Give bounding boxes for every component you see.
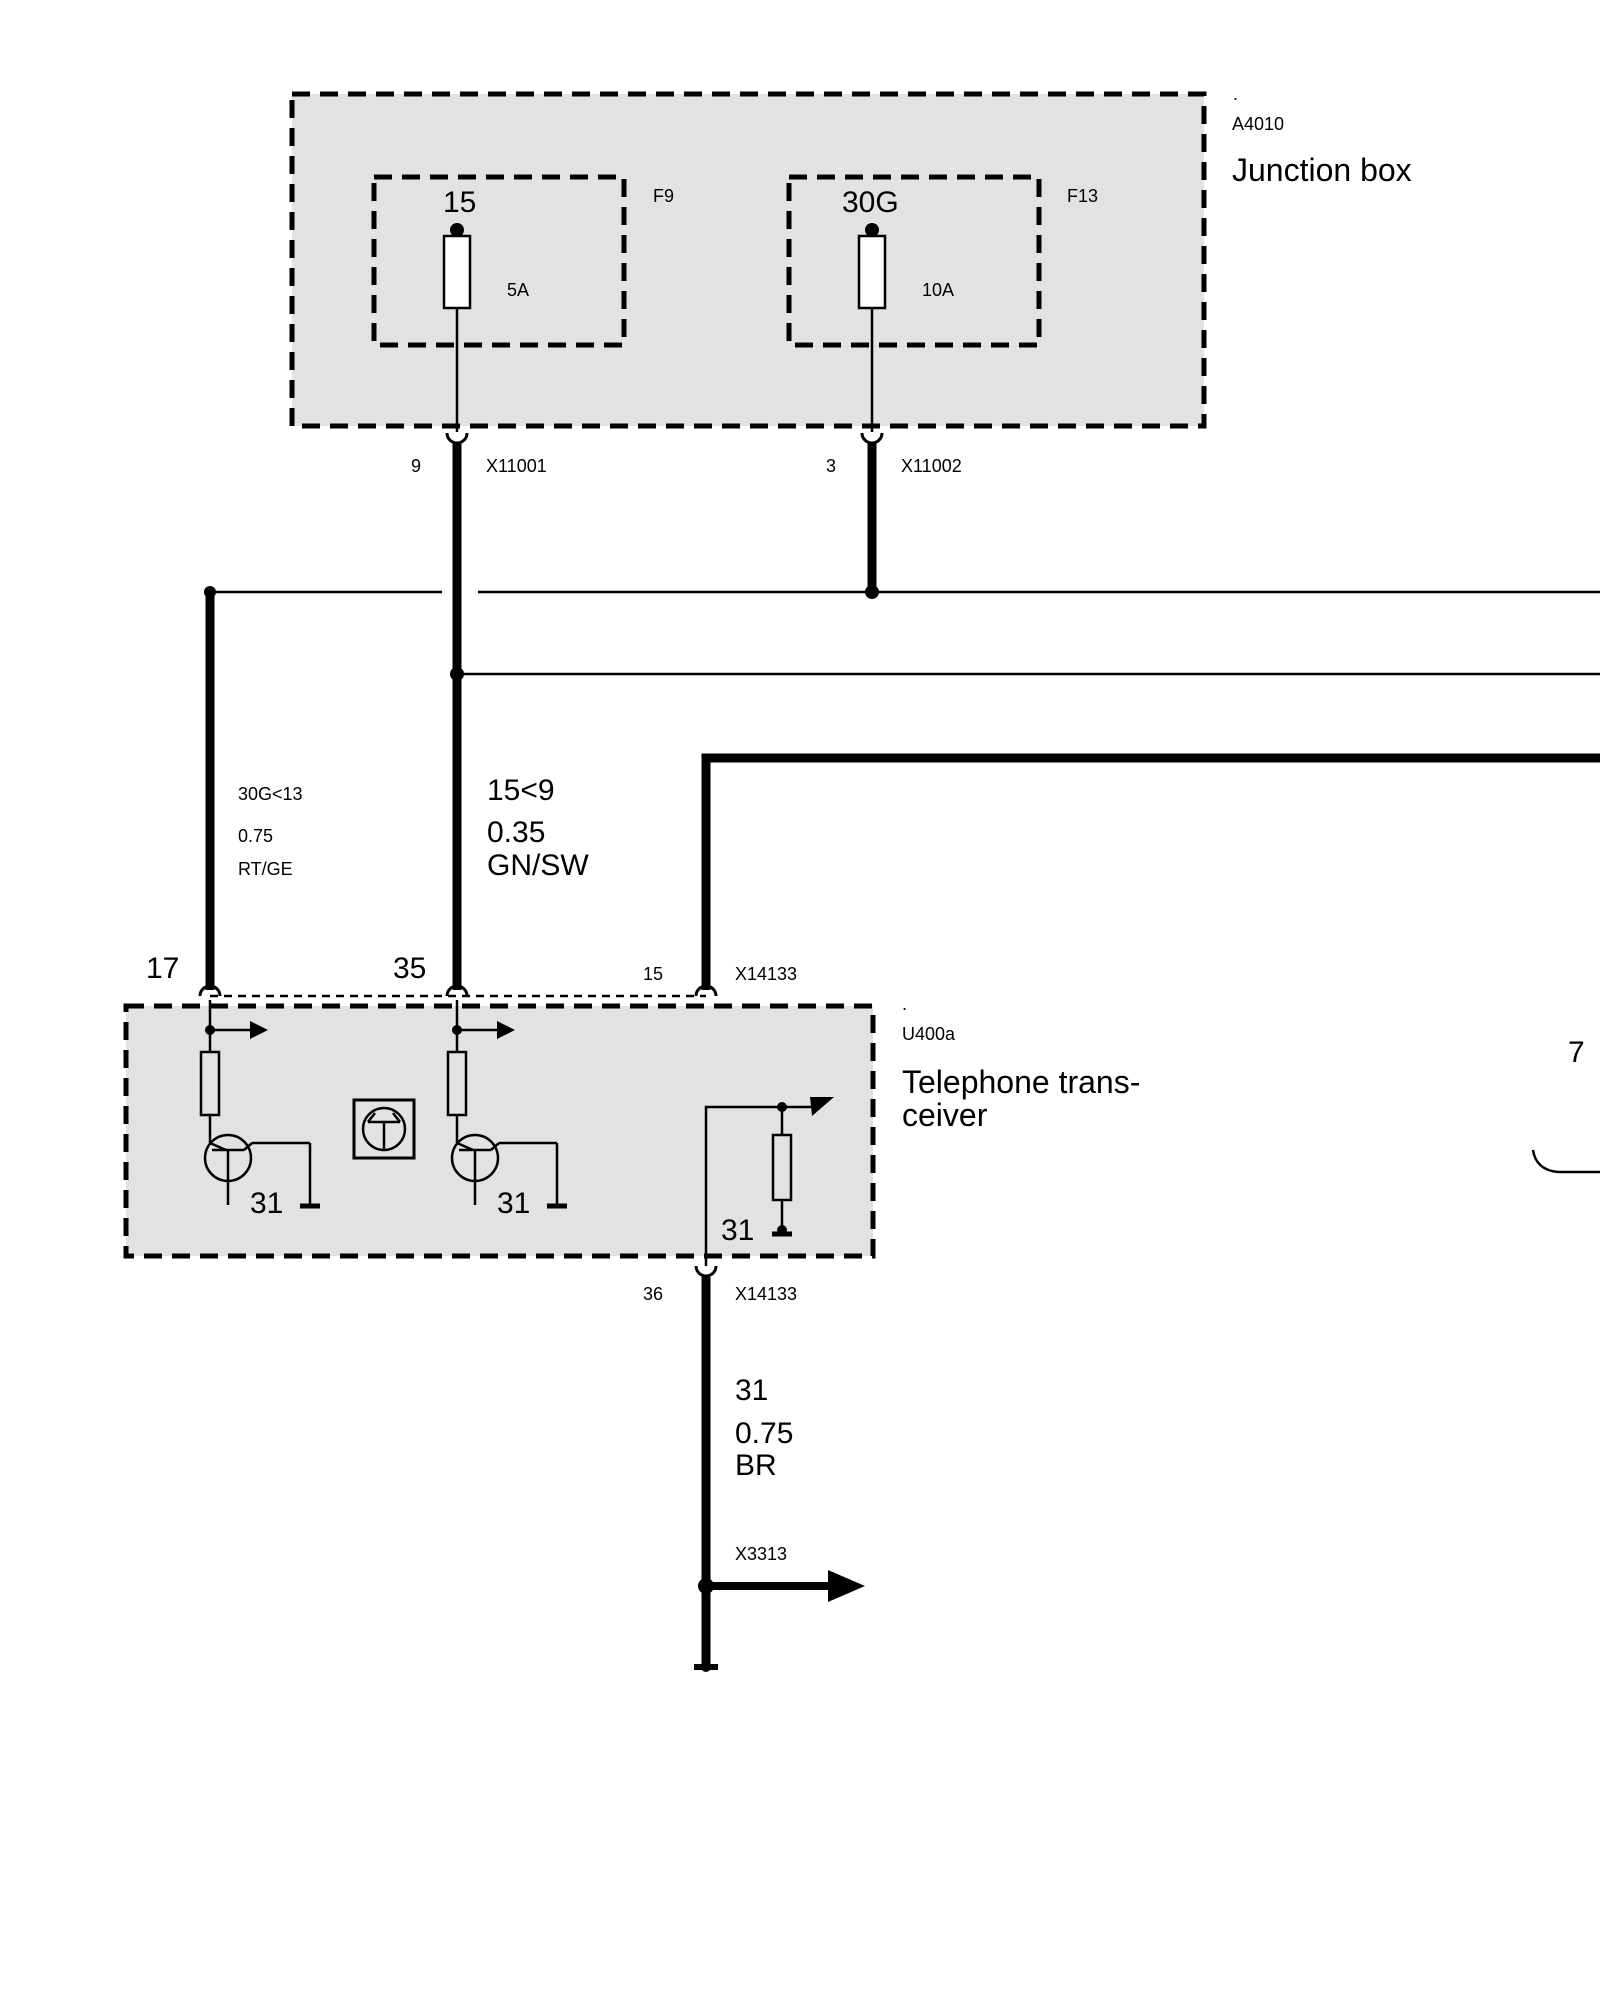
x3313-arrow-icon: [828, 1570, 865, 1602]
fuse-f9-housing: [371, 174, 627, 348]
stage1-transistor-icon: [203, 1133, 310, 1205]
wire-15-color: GN/SW: [487, 849, 589, 882]
stage2-arrow-icon: [497, 1021, 515, 1039]
pin-35-label: 35: [393, 952, 426, 985]
x3313-label: X3313: [735, 1544, 787, 1564]
fuse-f9-icon: [442, 234, 472, 310]
wire-to-pin-15: [701, 753, 1600, 990]
pin-17-connector: [198, 984, 222, 997]
junction-box-ref-dot: .: [1233, 84, 1238, 104]
fuse-f13-rating: 10A: [922, 280, 954, 300]
fuse-f9-ref: F9: [653, 186, 674, 206]
connector-x11001-name: X11001: [486, 456, 547, 476]
junction-box-ref: A4010: [1232, 114, 1284, 134]
wire-31-color: BR: [735, 1449, 777, 1482]
transceiver-outline: [123, 1003, 876, 1259]
telephone-transceiver: [123, 984, 876, 1278]
pin-17-label: 17: [146, 952, 179, 985]
pin-15-connector: [694, 984, 718, 997]
connector-x14133-bottom-label: X14133: [735, 1284, 797, 1304]
transceiver-ref: U400a: [902, 1024, 956, 1044]
wire-15-gauge: 0.35: [487, 816, 545, 849]
transceiver-name-line2: ceiver: [902, 1097, 988, 1133]
wire-31-gauge: 0.75: [735, 1417, 793, 1450]
fuse-f9-terminal-label: 15: [443, 186, 476, 219]
connector-x11001-pin: 9: [411, 456, 421, 476]
junction-box: [289, 91, 1207, 432]
bus-15-junction-dot: [450, 667, 464, 681]
ground-label-stage1: 31: [250, 1187, 283, 1220]
fuse-f13-icon: [857, 234, 887, 310]
stage1-arrow-icon: [250, 1021, 268, 1039]
transceiver-ref-dot: .: [902, 994, 907, 1014]
wire-31-end-dot: [701, 1662, 711, 1672]
connector-x11002-name: X11002: [901, 456, 962, 476]
stage2-transistor-icon: [450, 1133, 557, 1205]
pin-15-label: 15: [643, 964, 663, 984]
internal-ground-path: [704, 1105, 782, 1266]
junction-box-outline: [289, 91, 1207, 429]
connector-x14133-top-label: X14133: [735, 964, 797, 984]
connector-x11001-symbol: [445, 432, 469, 445]
transistor-symbol-icon: [352, 1098, 416, 1160]
wire-30g-color: RT/GE: [238, 859, 293, 879]
fuse-f13-ref: F13: [1067, 186, 1098, 206]
pin-35-connector: [445, 984, 469, 997]
wire-30g-signal: 30G<13: [238, 784, 303, 804]
pin-36-connector: [694, 1265, 718, 1278]
wire-30g-gauge: 0.75: [238, 826, 273, 846]
junction-box-name: Junction box: [1232, 152, 1412, 188]
fuse-f13-terminal-label: 30G: [842, 186, 899, 219]
ground-label-stage2: 31: [497, 1187, 530, 1220]
wire-31-signal: 31: [735, 1374, 768, 1407]
fuse-f9-rating: 5A: [507, 280, 529, 300]
connector-x11002-symbol: [860, 432, 884, 445]
transceiver-name-line1: Telephone trans-: [902, 1064, 1140, 1100]
edge-component-outline: [1531, 1149, 1600, 1174]
ground-label-internal: 31: [721, 1214, 754, 1247]
pin-36-label: 36: [643, 1284, 663, 1304]
antenna-input-icon: [810, 1097, 834, 1116]
bus-30g-junction-dot: [865, 585, 879, 599]
edge-pin-label: 7: [1568, 1036, 1585, 1069]
wire-15-signal: 15<9: [487, 774, 555, 807]
connector-x11002-pin: 3: [826, 456, 836, 476]
fuse-f13-housing: [786, 174, 1042, 348]
